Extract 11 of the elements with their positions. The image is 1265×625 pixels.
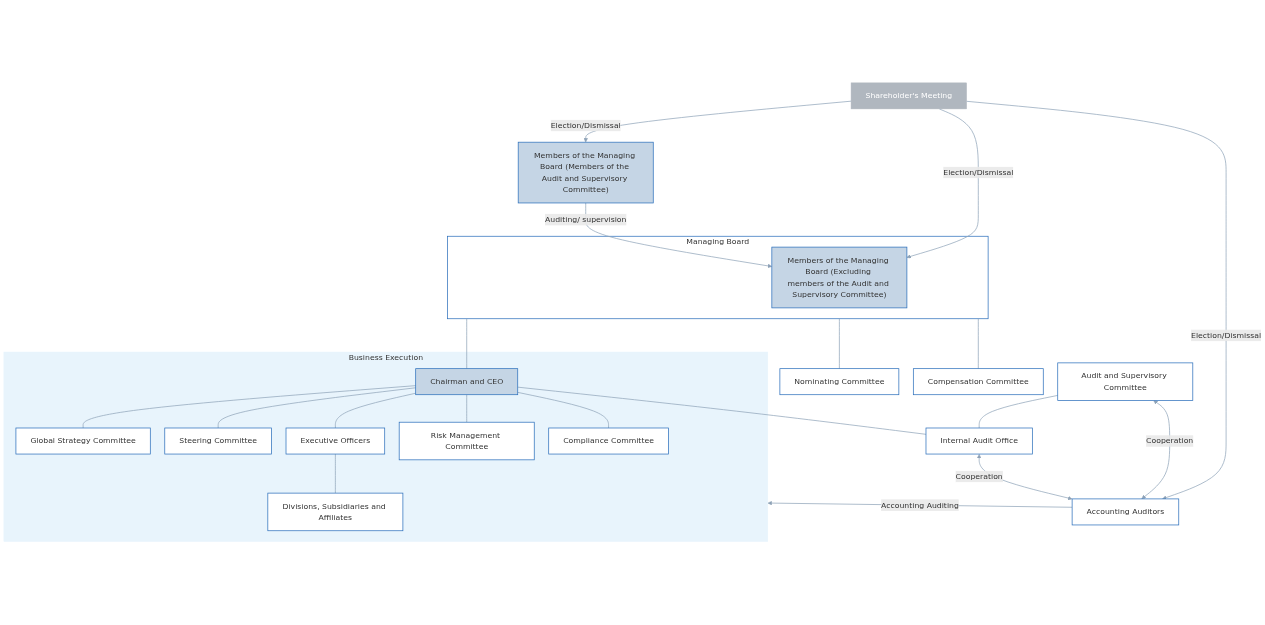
connector [82,385,417,429]
connector [466,318,468,370]
connector [517,387,927,435]
connector [335,453,336,494]
connector [517,392,609,429]
connector [839,318,840,370]
connector [466,394,468,423]
connector [977,318,979,370]
connector [217,387,417,429]
connector [335,393,417,429]
connector [978,395,1059,429]
